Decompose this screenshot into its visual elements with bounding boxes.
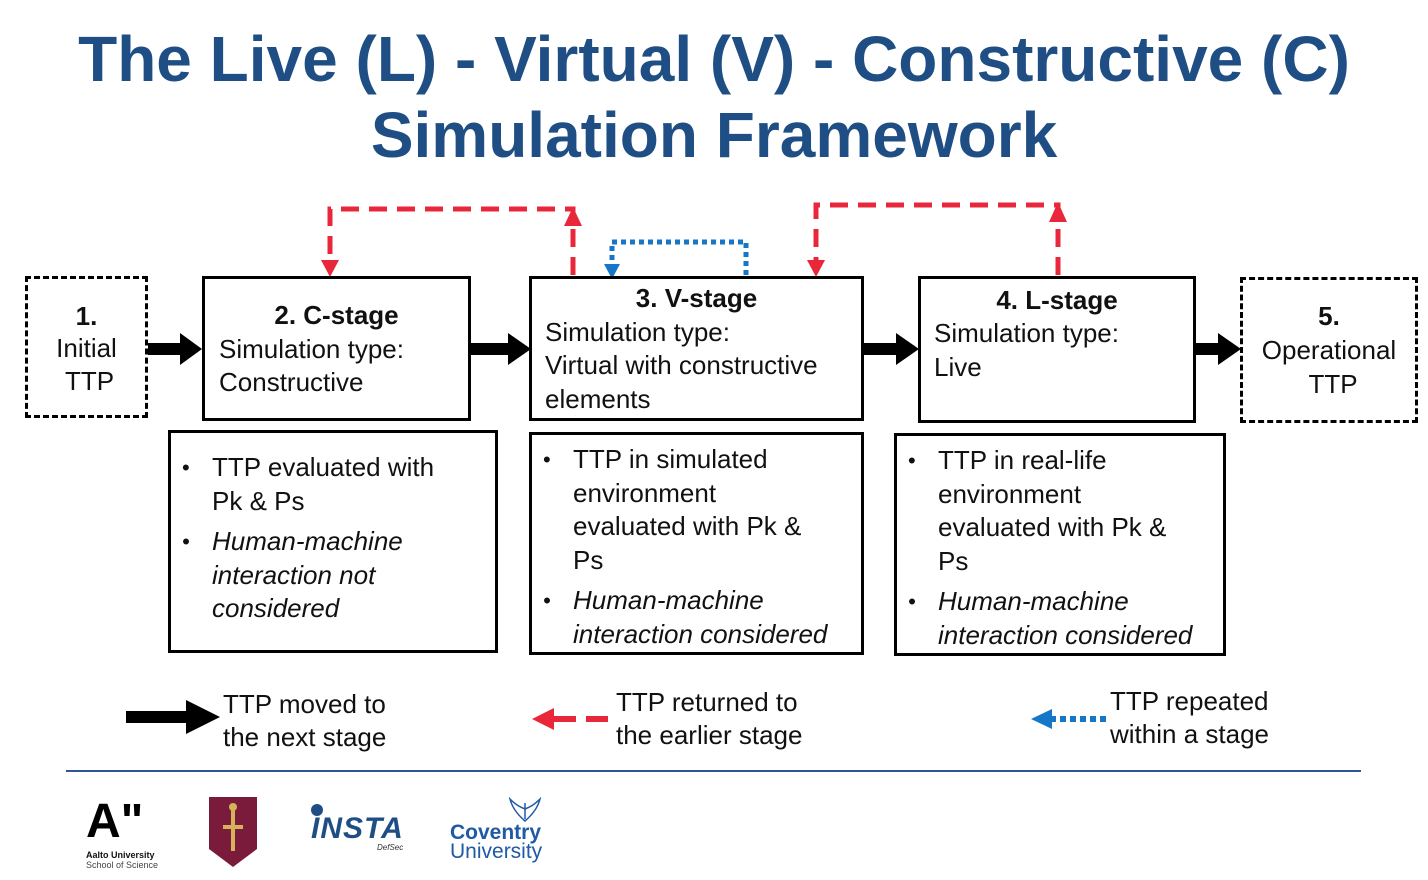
stage-initial-box: [25, 276, 148, 418]
detail-c-bullet-1: TTP evaluated with Pk & Ps: [170, 451, 434, 518]
detail-l-bullet-1: TTP in real-life environment evaluated w…: [896, 444, 1192, 578]
detail-l-list: TTP in real-life environment evaluated w…: [896, 444, 1192, 659]
detail-l-bullet-2: Human-machine interaction considered: [896, 585, 1192, 652]
detail-v-list: TTP in simulated environment evaluated w…: [531, 443, 827, 658]
insta-logo: INSTA DefSec: [309, 800, 429, 855]
legend-returned-label: TTP returned to the earlier stage: [616, 687, 803, 750]
detail-c-bullet-2: Human-machine interaction not considered: [170, 525, 434, 626]
return-arrow-heads: [321, 202, 1067, 277]
return-l-to-v: [813, 202, 1061, 275]
stage-l-type-label: Simulation type:: [934, 318, 1119, 348]
stage-operational-line1: Operational: [1261, 335, 1397, 365]
stage-c-type-label: Simulation type:: [219, 334, 404, 364]
next-stage-arrows: [148, 333, 1241, 365]
stage-v-heading: 3. V-stage: [635, 283, 758, 313]
stage-l-type-value: Live: [934, 352, 982, 382]
return-head-c: [321, 260, 339, 277]
repeat-arrow: [604, 239, 749, 279]
stage-operational-number: 5.: [1318, 301, 1340, 331]
stage-initial-line2: TTP: [64, 366, 115, 396]
stage-initial-line1: Initial: [56, 333, 117, 363]
arrow-initial-to-c: [148, 333, 202, 365]
legend-arrows: [126, 700, 1106, 734]
stage-l-heading: 4. L-stage: [996, 285, 1118, 315]
defence-shield-logo: [209, 797, 257, 867]
legend-repeat-arrow: [1031, 709, 1052, 729]
page-title-line-2: Simulation Framework: [370, 99, 1058, 171]
stage-v-box: [529, 276, 864, 421]
detail-v-bullet-1: TTP in simulated environment evaluated w…: [531, 443, 827, 577]
coventry-logo: Coventry University: [448, 797, 548, 867]
stage-c-type-value: Constructive: [219, 367, 364, 397]
return-arrows: [327, 202, 1061, 275]
detail-c-list: TTP evaluated with Pk & Ps Human-machine…: [170, 451, 434, 633]
return-head-l-up: [1049, 202, 1067, 222]
stage-initial-number: 1.: [75, 301, 98, 331]
return-v-to-c: [327, 206, 576, 275]
insta-dot-icon: [311, 804, 323, 816]
stage-v-type-label: Simulation type:: [545, 317, 730, 347]
legend-next-label: TTP moved to the next stage: [223, 689, 387, 752]
stage-v-type-value-2: elements: [545, 384, 651, 414]
aalto-logo: A" Aalto University School of Science: [86, 795, 159, 871]
stage-operational-line2: TTP: [1308, 369, 1358, 399]
footer-divider: [66, 770, 1361, 772]
return-head-v-down: [807, 260, 825, 277]
stage-operational-box: [1240, 277, 1418, 423]
stage-c-heading: 2. C-stage: [274, 300, 399, 330]
legend-repeated-label: TTP repeated within a stage: [1110, 686, 1269, 749]
arrow-v-to-l: [862, 333, 919, 365]
arrow-c-to-v: [471, 333, 531, 365]
stage-v-type-value-1: Virtual with constructive: [545, 350, 818, 380]
phoenix-icon: [508, 797, 542, 822]
arrow-l-to-operational: [1195, 333, 1241, 365]
page-title-line-1: The Live (L) - Virtual (V) - Constructiv…: [78, 23, 1350, 95]
stage-l-box: [918, 276, 1196, 423]
stage-c-box: [202, 276, 471, 421]
detail-v-bullet-2: Human-machine interaction considered: [531, 584, 827, 651]
legend-next-arrow: [126, 700, 220, 734]
legend-return-arrow: [532, 708, 554, 730]
return-head-v-up: [564, 207, 582, 226]
